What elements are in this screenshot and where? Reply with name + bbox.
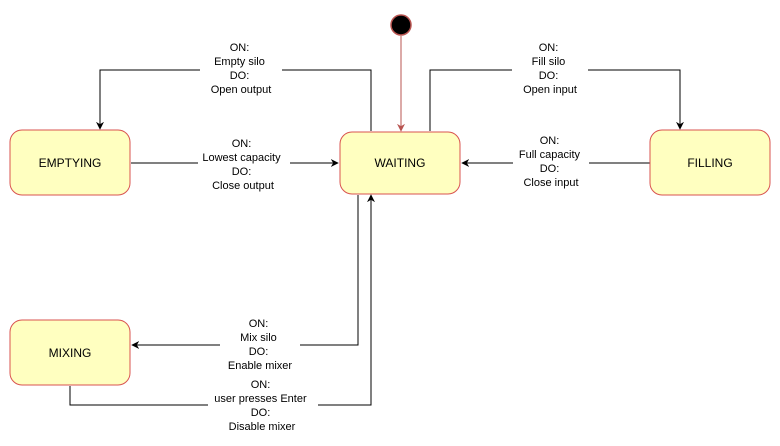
state-waiting-label: WAITING [375,156,426,170]
edge-label-line: Open input [523,84,577,96]
edge-label-full-capacity: ON: Full capacity DO: Close input [513,133,589,191]
state-mixing-label: MIXING [49,346,92,360]
edge-label-lowest-capacity: ON: Lowest capacity DO: Close output [198,135,290,193]
edge-label-line: Close output [212,180,274,192]
svg-text:ON: Fill silo DO:: ON: Fill silo DO: Open input [523,42,577,96]
edge-label-line: DO: [251,407,271,419]
state-filling-label: FILLING [687,156,732,170]
state-waiting: WAITING [339,131,461,195]
edge-label-mix-silo: ON: Mix silo DO: Enable mixer [220,316,300,374]
svg-text:ON: Lowest capacity: ON: Lowest capacity DO: Close output [202,138,283,192]
edge-label-line: Lowest capacity [202,152,281,164]
edge-label-line: ON: [232,138,252,150]
edge-label-line: DO: [540,163,560,175]
edge-label-line: DO: [539,70,559,82]
edge-label-line: user presses Enter [214,393,307,405]
svg-text:ON: user presses Enter: ON: user presses Enter DO: Disable mixer [214,379,309,433]
edge-label-line: DO: [249,346,269,358]
state-filling: FILLING [649,129,771,196]
edge-label-line: Close input [523,177,578,189]
edge-label-line: Fill silo [532,56,566,68]
edge-label-line: Full capacity [519,149,581,161]
edge-label-line: Empty silo [214,56,265,68]
state-mixing: MIXING [9,319,131,386]
initial-state-dot [390,14,412,36]
edge-label-line: Disable mixer [229,421,296,433]
edge-label-user-presses-enter: ON: user presses Enter DO: Disable mixer [208,377,318,435]
svg-text:ON: Empty silo DO:: ON: Empty silo DO: Open output [211,42,272,96]
edge-label-line: Enable mixer [228,360,293,372]
edge-label-line: ON: [540,135,560,147]
edge-label-line: ON: [230,42,250,54]
svg-text:ON: Full capacity: ON: Full capacity DO: Close input [519,135,583,189]
state-emptying-label: EMPTYING [39,156,102,170]
initial-state [390,14,412,132]
edge-waiting-to-mixing [131,195,359,349]
edge-label-line: ON: [251,379,271,391]
edge-label-line: Mix silo [240,332,277,344]
edge-label-line: Open output [211,84,272,96]
edge-label-line: ON: [539,42,559,54]
edge-label-fill-silo: ON: Fill silo DO: Open input [512,40,588,98]
state-emptying: EMPTYING [9,129,131,196]
edge-label-line: DO: [232,166,252,178]
svg-text:ON: Mix silo DO:: ON: Mix silo DO: Enable mixer [228,318,293,372]
edge-label-empty-silo: ON: Empty silo DO: Open output [200,40,282,98]
edge-label-line: ON: [249,318,269,330]
edge-label-line: DO: [230,70,250,82]
